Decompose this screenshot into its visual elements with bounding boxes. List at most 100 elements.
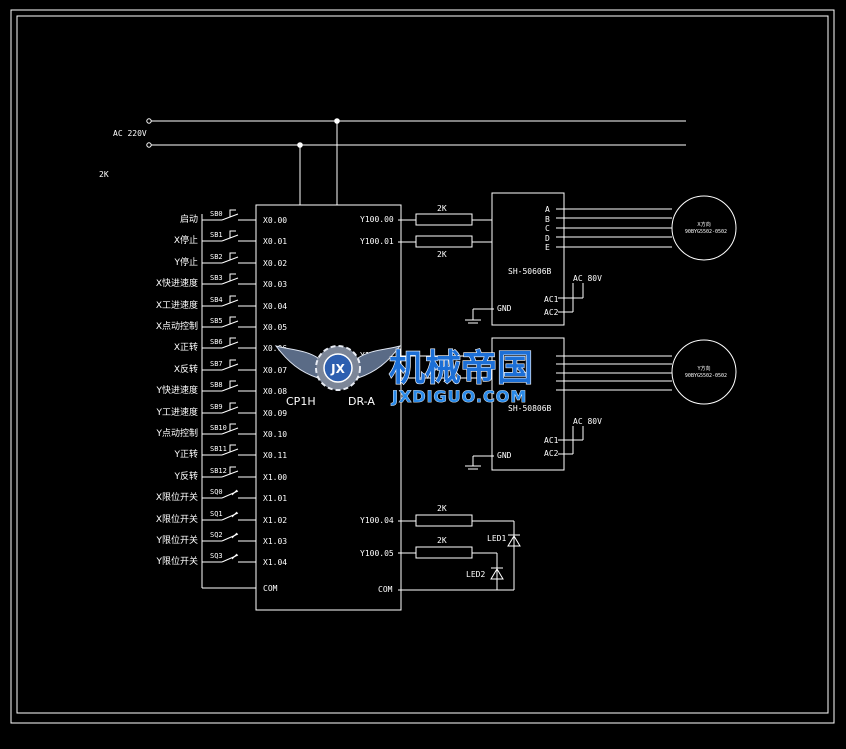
ac-pin: AC1 bbox=[544, 295, 559, 304]
input-description: X限位开关 bbox=[156, 491, 198, 503]
switch-label: SB1 bbox=[210, 231, 223, 239]
inner-frame bbox=[16, 15, 829, 714]
ac-supply-label: AC 80V bbox=[573, 417, 602, 426]
stepper-driver-box bbox=[491, 192, 565, 326]
pushbutton-actuator-icon bbox=[229, 273, 236, 281]
pushbutton-actuator-icon bbox=[229, 359, 236, 367]
watermark-title: 机械帝国 bbox=[389, 348, 533, 389]
switch-label: SB4 bbox=[210, 296, 223, 304]
output-terminal-label: Y100.04 bbox=[360, 516, 394, 525]
motor-model: 90BYG5502-0502 bbox=[685, 229, 727, 235]
input-terminal-label: X1.00 bbox=[263, 473, 287, 482]
driver-pin: D bbox=[545, 234, 550, 243]
resistor-value: 2K bbox=[437, 536, 447, 545]
wing-icon bbox=[274, 345, 319, 379]
input-terminal-label: X0.00 bbox=[263, 216, 287, 225]
switch-label: SB6 bbox=[210, 338, 223, 346]
gear-emblem-inner bbox=[323, 353, 353, 383]
switch-label: SB3 bbox=[210, 274, 223, 282]
stepper-motor bbox=[671, 195, 737, 261]
pushbutton-actuator-icon bbox=[229, 423, 236, 431]
input-description: Y反转 bbox=[174, 470, 199, 482]
input-description: X工进速度 bbox=[156, 299, 198, 311]
pushbutton-actuator-icon bbox=[229, 337, 236, 345]
power-terminal-2 bbox=[146, 142, 152, 148]
input-description: Y停止 bbox=[174, 256, 199, 268]
resistor-symbol bbox=[415, 514, 473, 527]
outer-frame bbox=[10, 9, 835, 724]
power-supply: AC 220V 2K bbox=[99, 118, 686, 205]
driver-2-circuit: Y100.0 SH-50806B Y方向 90BYG5502-0502 AC 8… bbox=[360, 337, 737, 471]
input-description: Y限位开关 bbox=[156, 555, 199, 567]
plc-box bbox=[255, 204, 402, 611]
resistor-value: 2K bbox=[437, 250, 447, 259]
switch-label: SQ1 bbox=[210, 510, 223, 518]
pushbutton-actuator-icon bbox=[229, 380, 236, 388]
input-description: Y限位开关 bbox=[156, 534, 199, 546]
resistor-symbol bbox=[415, 546, 473, 559]
switch-label: SB2 bbox=[210, 253, 223, 261]
motor-direction: Y方向 bbox=[696, 365, 710, 372]
resistor-value: 2K bbox=[437, 204, 447, 213]
input-terminal-label: X0.04 bbox=[263, 302, 287, 311]
input-description: X限位开关 bbox=[156, 513, 198, 525]
input-terminal-label: X0.09 bbox=[263, 409, 287, 418]
input-description: 启动 bbox=[180, 213, 198, 225]
limit-switch-actuator-icon bbox=[231, 553, 238, 560]
ac-pin: AC1 bbox=[544, 436, 559, 445]
switch-label: SB7 bbox=[210, 360, 223, 368]
motor-model: 90BYG5502-0502 bbox=[685, 373, 727, 379]
ac-pin: AC2 bbox=[544, 308, 559, 317]
led-diode-icon bbox=[507, 535, 521, 547]
gnd-label: GND bbox=[497, 304, 512, 313]
switch-label: SB11 bbox=[210, 445, 227, 453]
input-terminal-label: X0.02 bbox=[263, 259, 287, 268]
switch-label: SQ0 bbox=[210, 488, 223, 496]
resistor-note: 2K bbox=[99, 170, 109, 179]
watermark: JX 机械帝国 JXDIGUO.COM bbox=[274, 345, 534, 406]
plc-model-right: DR-A bbox=[348, 395, 375, 408]
switch-label: SB0 bbox=[210, 210, 223, 218]
driver-pin: A bbox=[545, 205, 550, 214]
input-terminal-label: X0.03 bbox=[263, 280, 287, 289]
driver-pin: E bbox=[545, 243, 550, 252]
power-terminal-1 bbox=[146, 118, 152, 124]
pushbutton-actuator-icon bbox=[229, 444, 236, 452]
stepper-driver-box bbox=[491, 337, 565, 471]
driver-pin: B bbox=[545, 215, 550, 224]
input-switches: SB0X0.00启动SB1X0.01X停止SB2X0.02Y停止SB3X0.03… bbox=[156, 209, 287, 567]
input-description: Y工进速度 bbox=[156, 406, 199, 418]
input-terminal-label: X0.07 bbox=[263, 366, 287, 375]
emblem-text: JX bbox=[330, 362, 345, 376]
pushbutton-actuator-icon bbox=[229, 316, 236, 324]
wing-icon bbox=[357, 345, 402, 379]
input-terminal-label: X1.02 bbox=[263, 516, 287, 525]
input-description: X正转 bbox=[174, 341, 198, 353]
switch-label: SQ3 bbox=[210, 552, 223, 560]
input-com-label: COM bbox=[263, 584, 278, 593]
switch-label: SB5 bbox=[210, 317, 223, 325]
switch-label: SB10 bbox=[210, 424, 227, 432]
pushbutton-actuator-icon bbox=[229, 209, 236, 217]
output-terminal-label: Y100.05 bbox=[360, 549, 394, 558]
motor-direction: X方向 bbox=[697, 221, 710, 228]
input-description: Y点动控制 bbox=[156, 427, 199, 439]
input-terminal-label: X0.11 bbox=[263, 451, 287, 460]
input-terminal-label: X1.01 bbox=[263, 494, 287, 503]
stepper-motor bbox=[671, 339, 737, 405]
input-description: Y正转 bbox=[174, 448, 199, 460]
ac-pin: AC2 bbox=[544, 449, 559, 458]
input-terminal-label: X0.05 bbox=[263, 323, 287, 332]
plc-unit: CP1H DR-A bbox=[255, 204, 402, 611]
led-label: LED2 bbox=[466, 570, 485, 579]
input-description: Y快进速度 bbox=[156, 384, 199, 396]
limit-switch-actuator-icon bbox=[231, 489, 238, 496]
pushbutton-actuator-icon bbox=[229, 230, 236, 238]
input-terminal-label: X0.06 bbox=[263, 344, 287, 353]
pushbutton-actuator-icon bbox=[229, 466, 236, 474]
input-description: X点动控制 bbox=[156, 320, 198, 332]
output-terminal-label: Y100.00 bbox=[360, 215, 394, 224]
limit-switch-actuator-icon bbox=[231, 532, 238, 539]
watermark-subtitle: JXDIGUO.COM bbox=[391, 387, 527, 406]
input-description: X反转 bbox=[174, 363, 198, 375]
